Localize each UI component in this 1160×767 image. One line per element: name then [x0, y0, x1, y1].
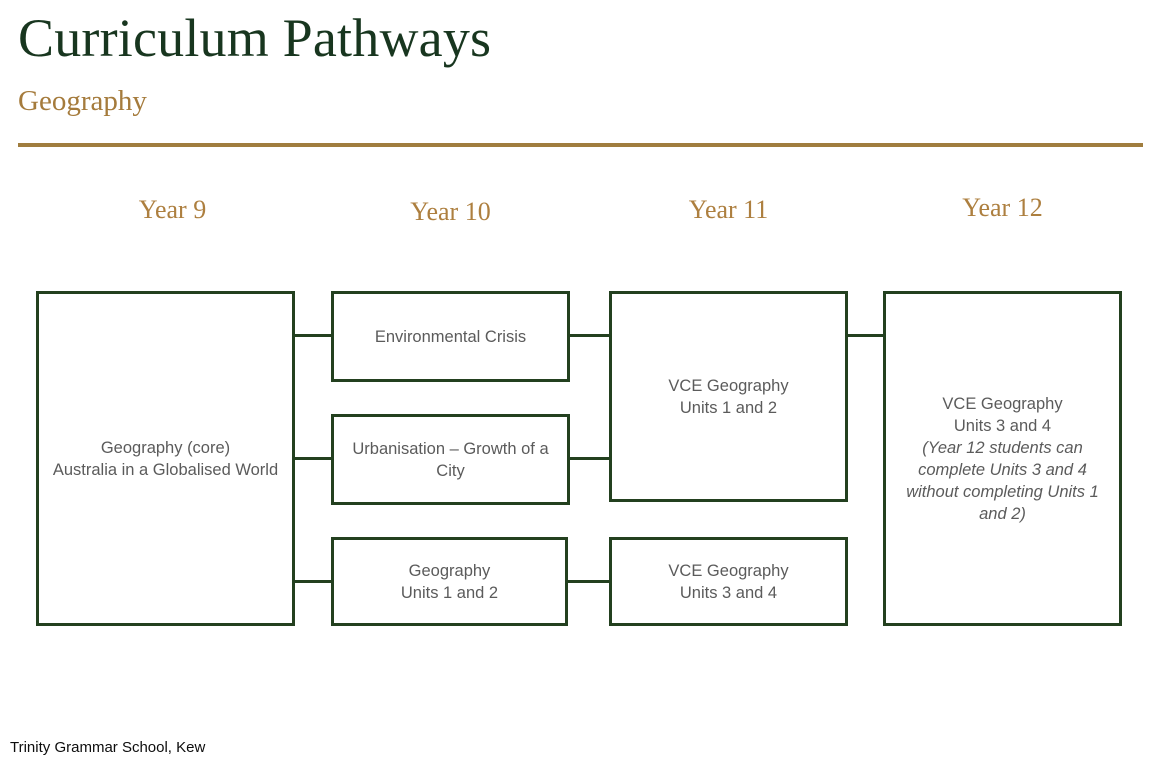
- connector-environmental-crisis-to-vce-units-1-2: [568, 334, 611, 337]
- node-year9-geography-core[interactable]: Geography (core) Australia in a Globalis…: [36, 291, 295, 626]
- node-line: Australia in a Globalised World: [52, 460, 279, 479]
- node-year11-vce-geography-units-1-2[interactable]: VCE Geography Units 1 and 2: [609, 291, 848, 502]
- node-year10-environmental-crisis[interactable]: Environmental Crisis: [331, 291, 570, 382]
- connector-year9-to-urbanisation: [293, 457, 333, 460]
- footer-school-name: Trinity Grammar School, Kew: [10, 739, 206, 756]
- node-line: Environmental Crisis: [374, 327, 527, 346]
- node-italic-note: (Year 12 students can complete Units 3 a…: [906, 438, 1099, 523]
- node-line: Units 1 and 2: [679, 398, 778, 417]
- connector-vce-units-1-2-to-year12: [846, 334, 885, 337]
- node-year11-vce-geography-units-3-4[interactable]: VCE Geography Units 3 and 4: [609, 537, 848, 626]
- connector-year9-to-geography-units-1-2: [293, 580, 333, 583]
- column-heading-year-12: Year 12: [962, 193, 1043, 222]
- node-line: VCE Geography: [668, 561, 789, 580]
- node-line: VCE Geography: [942, 394, 1063, 413]
- node-line: Geography: [408, 561, 491, 580]
- node-year10-geography-units-1-2[interactable]: Geography Units 1 and 2: [331, 537, 568, 626]
- connector-urbanisation-to-vce-units-1-2: [568, 457, 611, 460]
- node-line: Geography (core): [100, 438, 231, 457]
- node-line: VCE Geography: [668, 376, 789, 395]
- column-heading-year-9: Year 9: [138, 195, 207, 224]
- node-line: Units 3 and 4: [679, 583, 778, 602]
- page-subtitle: Geography: [18, 85, 147, 117]
- page-title: Curriculum Pathways: [18, 8, 492, 68]
- header-divider-rule: [18, 143, 1143, 147]
- column-heading-year-11: Year 11: [688, 195, 769, 224]
- node-line: Urbanisation – Growth of a City: [352, 439, 549, 480]
- node-line: Units 1 and 2: [400, 583, 499, 602]
- node-year12-vce-geography-units-3-4[interactable]: VCE Geography Units 3 and 4 (Year 12 stu…: [883, 291, 1122, 626]
- node-line: Units 3 and 4: [953, 416, 1052, 435]
- node-year10-urbanisation[interactable]: Urbanisation – Growth of a City: [331, 414, 570, 505]
- connector-geography-units-1-2-to-vce-units-3-4: [566, 580, 611, 583]
- column-heading-year-10: Year 10: [410, 197, 491, 226]
- connector-year9-to-environmental-crisis: [293, 334, 333, 337]
